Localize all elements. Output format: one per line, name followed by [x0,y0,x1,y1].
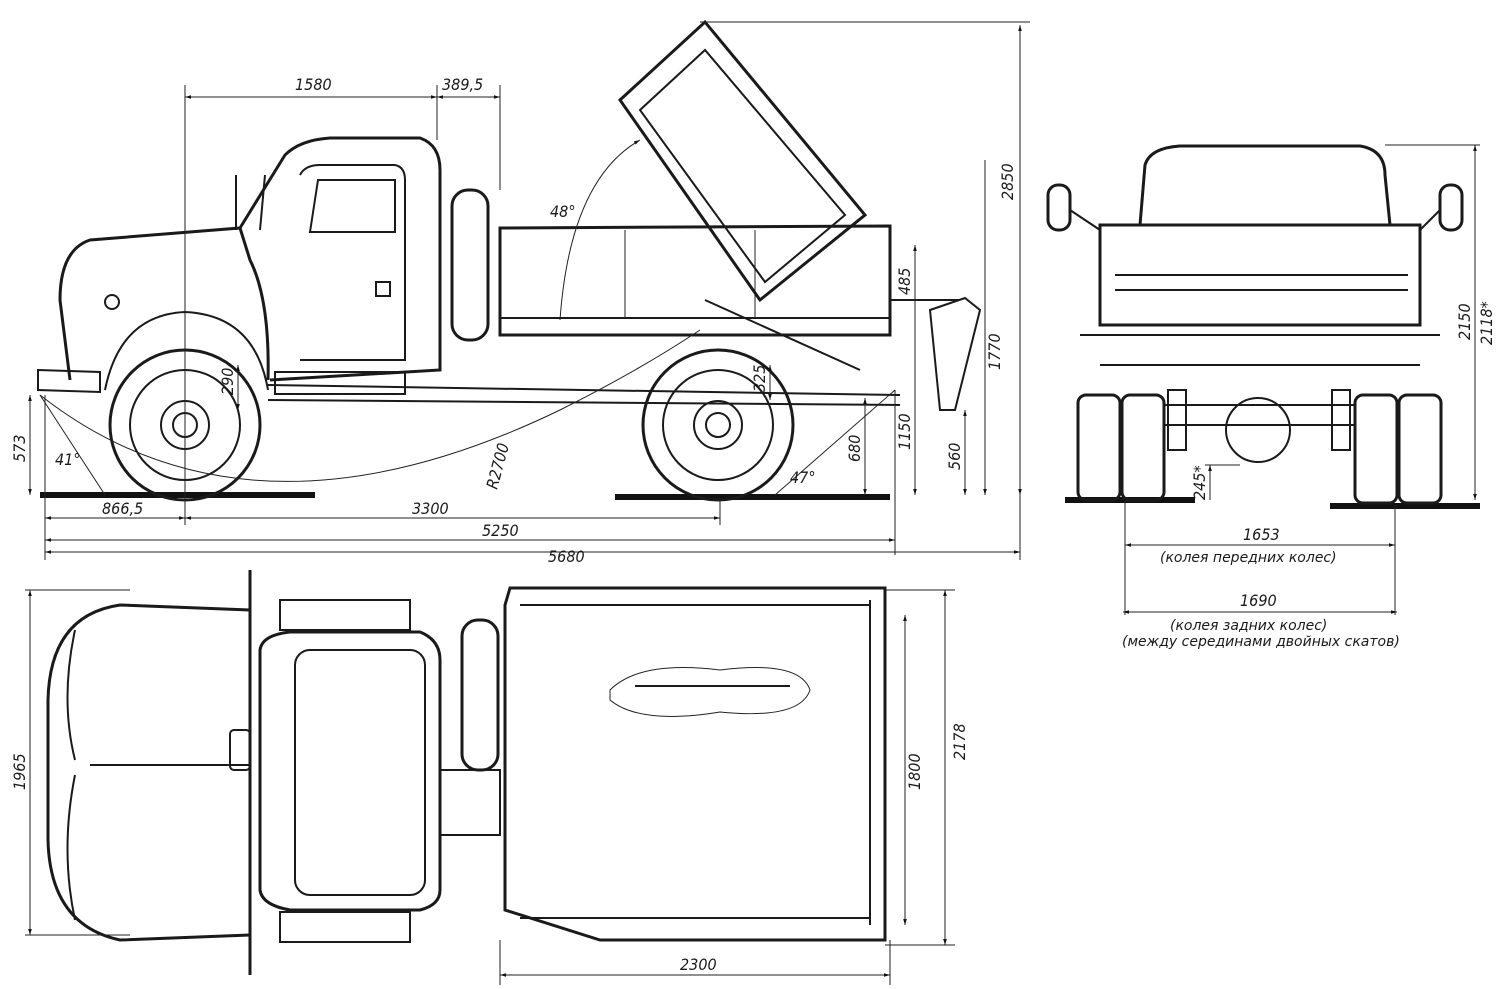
departure-angle-line [774,389,896,496]
dump-body-top [503,586,887,942]
dim-41-deg: 41° [55,450,81,469]
rear-view: 2150 2118* 245* 1653 (колея передних кол… [1046,144,1496,650]
side-dimension-lines [28,21,1030,560]
dim-325: 325 [750,365,769,392]
rear-track-value: 1690 [1240,591,1277,610]
dim-1150: 1150 [895,413,914,450]
front-track-note: (колея передних колес) [1160,550,1337,566]
side-view: 1580 389,5 2850 48° 485 1770 1150 560 68… [10,19,1030,566]
cab [238,136,442,382]
dump-body-rear [1098,223,1422,327]
front-bumper [37,368,101,394]
chassis-frame [267,384,901,406]
rear-dual-wheels-right [1353,393,1443,505]
top-dimension-lines [25,589,955,985]
cutaway-patch [609,667,811,717]
fender-left-top [279,599,411,631]
dim-1800: 1800 [905,753,924,790]
tip-angle-arc [559,139,641,321]
dump-body [498,224,892,337]
cab-top [258,630,442,912]
turn-radius-arc [39,329,701,482]
dim-290: 290 [218,368,237,395]
dim-r2700: R2700 [483,441,513,491]
dim-5680: 5680 [548,547,585,566]
front-track-value: 1653 [1243,525,1280,544]
dim-3300: 3300 [412,499,449,518]
hood [58,226,270,381]
fuel-tank [274,371,406,395]
dim-5250: 5250 [482,521,519,540]
cab-window [308,179,396,233]
mirror-left [1046,183,1072,232]
dim-47-deg: 47° [790,468,816,487]
rear-track-note-2: (между серединами двойных скатов) [1122,634,1400,650]
differential [1225,397,1291,463]
emblem-icon [104,294,120,310]
dim-245: 245* [1190,465,1209,500]
dim-2178: 2178 [950,723,969,760]
dim-1965: 1965 [10,753,29,790]
spare-wheel [450,188,490,342]
mirror-right [1438,183,1464,232]
approach-angle-line [39,394,106,496]
rear-wheel [641,348,795,502]
tipped-tailgate [618,19,868,303]
dim-2300: 2300 [680,955,717,974]
hood-top [46,603,251,942]
dim-2850: 2850 [998,163,1017,200]
mirror-arm-2 [259,174,266,231]
tailgate-frame [638,48,847,284]
cab-door [299,164,406,361]
dim-48-deg: 48° [550,202,576,221]
cab-roof-top [294,649,426,896]
dim-680: 680 [845,435,864,462]
dim-560: 560 [945,443,964,470]
dim-1770: 1770 [985,333,1004,370]
door-handle [375,281,391,297]
rear-dual-wheels-left [1076,393,1166,502]
dim-2118: 2118* [1477,301,1496,345]
dim-2150: 2150 [1455,303,1474,340]
fender-right-top [279,911,411,943]
dim-1580: 1580 [295,75,332,94]
dim-866-5: 866,5 [102,499,143,518]
dim-389-5: 389,5 [442,75,483,94]
top-view: 1965 1800 2178 2300 [10,570,969,985]
rear-dimension-lines [1123,144,1480,615]
rear-track-note: (колея задних колес) [1170,618,1327,634]
spare-wheel-top [460,618,500,772]
cab-roof-rear [1138,144,1392,226]
dim-485: 485 [895,268,914,295]
frame-top [439,769,501,836]
rear-hitch [928,296,982,411]
dim-573: 573 [10,435,29,462]
hood-handle [229,729,251,771]
lift-strut [704,299,861,371]
